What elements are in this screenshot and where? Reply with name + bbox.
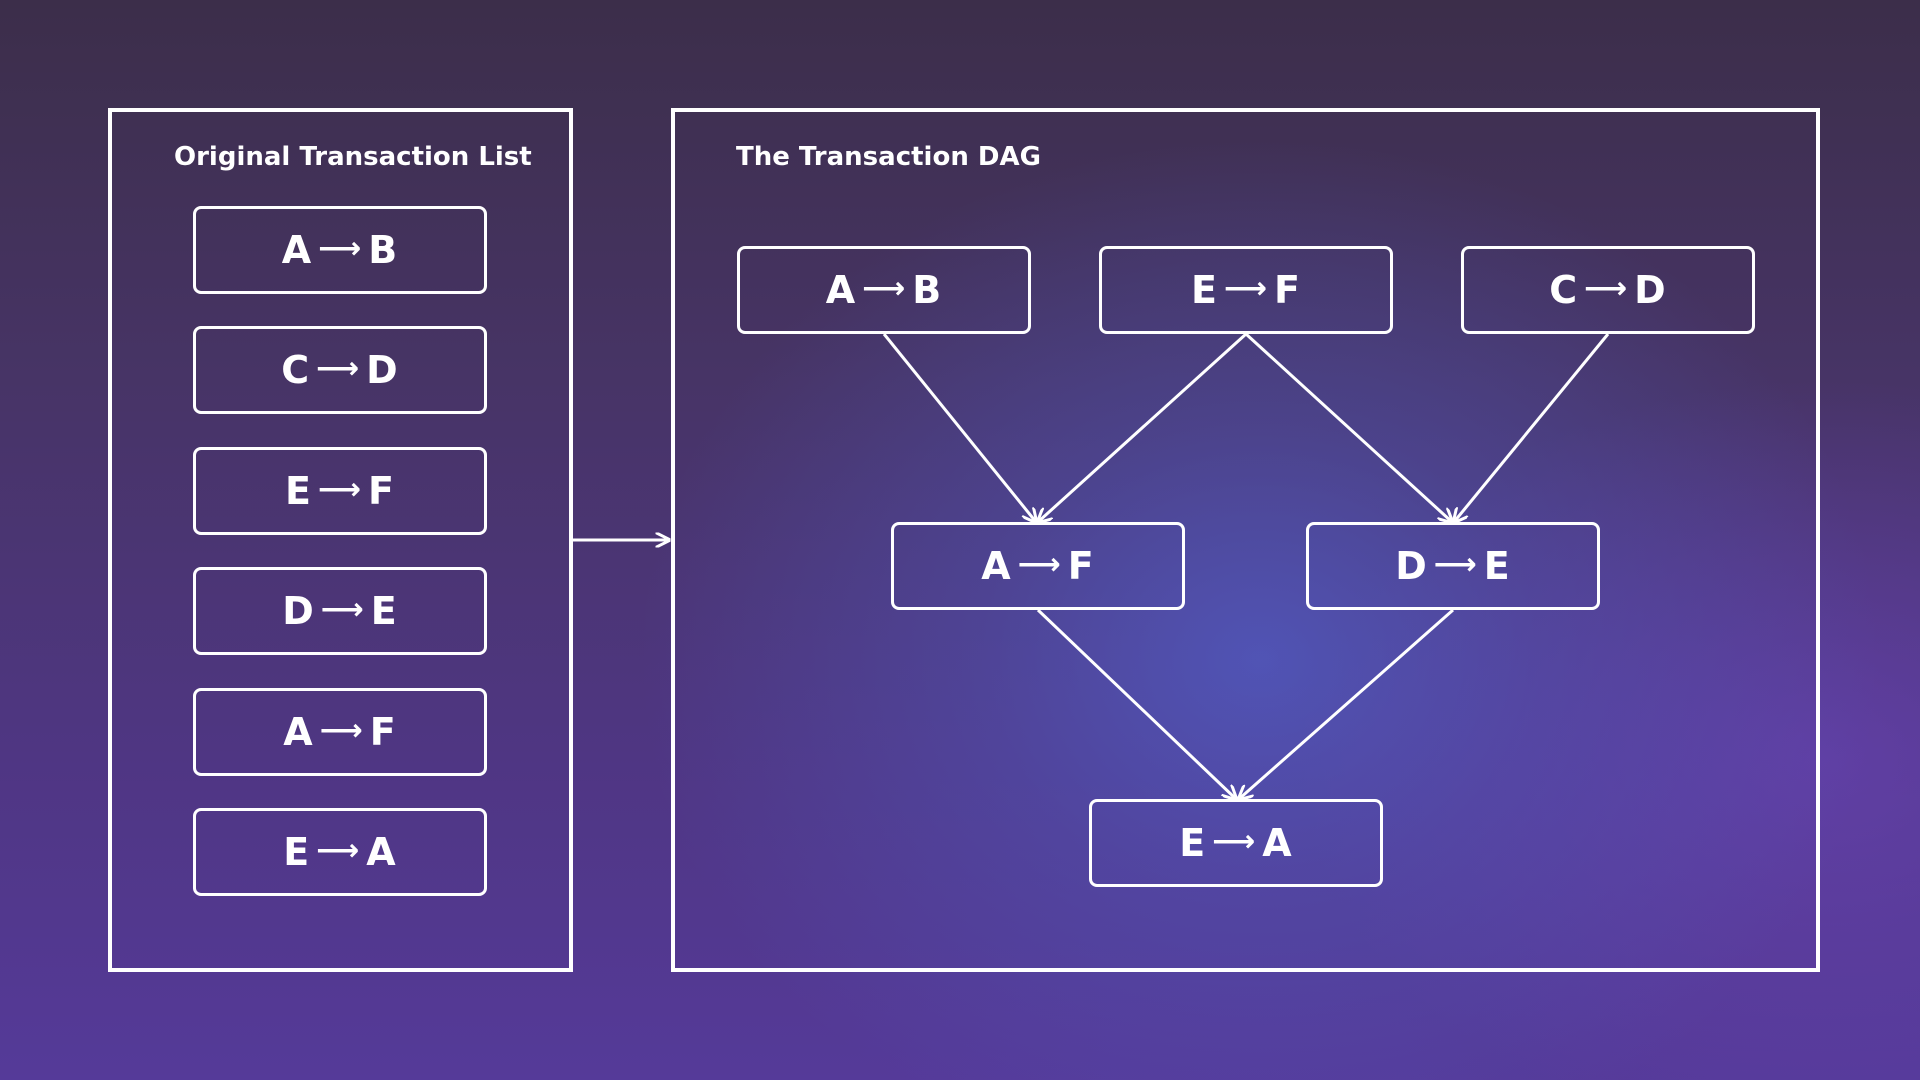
transaction-from: E [283,830,311,874]
list-item: D⟶E [193,567,487,655]
arrow-icon: ⟶ [317,471,362,507]
dag-node-d-e: D⟶E [1306,522,1600,610]
arrow-icon: ⟶ [862,270,907,306]
transaction-from: A [825,268,857,312]
arrow-icon: ⟶ [320,591,365,627]
transaction-to: A [1262,821,1293,865]
arrow-icon: ⟶ [1223,270,1268,306]
transaction-from: E [1191,268,1218,312]
transaction-to: B [368,228,399,272]
transaction-to: E [1483,544,1511,588]
transaction-to: E [370,589,398,633]
dag-node-e-a: E⟶A [1089,799,1383,887]
arrow-icon: ⟶ [316,832,361,868]
transaction-from: E [1179,821,1207,865]
dag-node-a-b: A⟶B [737,246,1031,334]
arrow-icon: ⟶ [1584,270,1629,306]
arrow-icon: ⟶ [1017,546,1062,582]
original-transaction-list-panel: Original Transaction List [108,108,573,972]
transaction-to: B [912,268,943,312]
list-item: E⟶F [193,447,487,535]
transaction-from: A [981,544,1012,588]
transaction-from: D [1395,544,1428,588]
dag-node-c-d: C⟶D [1461,246,1755,334]
transaction-to: F [1067,544,1095,588]
list-panel-title: Original Transaction List [174,142,532,172]
transaction-to: F [369,710,397,754]
arrow-icon: ⟶ [1433,546,1478,582]
list-item: A⟶F [193,688,487,776]
dag-panel-title: The Transaction DAG [736,142,1041,172]
transaction-to: A [366,830,397,874]
transaction-to: D [366,348,399,392]
transaction-to: F [368,469,395,513]
transaction-to: D [1634,268,1667,312]
transaction-from: A [281,228,313,272]
arrow-icon: ⟶ [319,712,364,748]
list-item: E⟶A [193,808,487,896]
transaction-from: E [285,469,312,513]
dag-node-a-f: A⟶F [891,522,1185,610]
arrow-icon: ⟶ [318,230,363,266]
transaction-from: D [282,589,315,633]
arrow-icon: ⟶ [316,350,361,386]
dag-node-e-f: E⟶F [1099,246,1393,334]
transaction-from: A [283,710,314,754]
transaction-to: F [1274,268,1301,312]
list-item: C⟶D [193,326,487,414]
transaction-from: C [281,348,311,392]
list-item: A⟶B [193,206,487,294]
transaction-from: C [1549,268,1579,312]
transaction-dag-panel: The Transaction DAG [671,108,1820,972]
arrow-icon: ⟶ [1212,823,1257,859]
